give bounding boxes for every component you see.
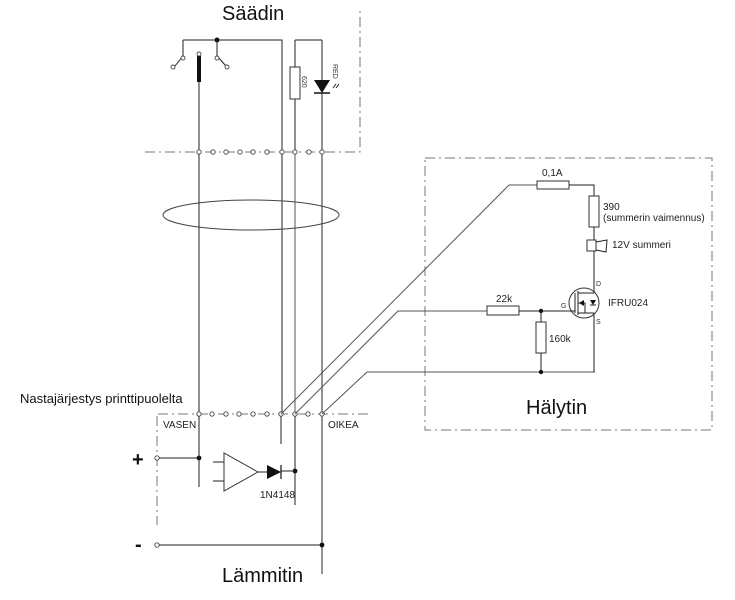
pin-order-label: Nastajärjestys printtipuolelta: [20, 391, 183, 406]
plus-terminal: [154, 455, 160, 461]
buzzer-label: 12V summeri: [612, 240, 671, 251]
controller-title: Säädin: [222, 3, 284, 25]
alarm-boundary: [424, 157, 713, 431]
resistor-22k-label: 22k: [496, 294, 513, 305]
drain-label: D: [596, 281, 601, 288]
resistor-620: 620: [289, 39, 322, 152]
minus-terminal-label: -: [135, 534, 142, 556]
led-label: RED: [331, 64, 338, 79]
resistor-160k-label: 160k: [549, 334, 572, 345]
left-side-label: VASEN: [163, 420, 196, 431]
diode-label: 1N4148: [260, 490, 295, 501]
buzzer-12v: 12V summeri: [586, 239, 671, 290]
alarm-title: Hälytin: [526, 397, 587, 419]
source-label: S: [596, 319, 601, 326]
minus-terminal: [154, 542, 160, 548]
resistor-160k: 160k: [535, 311, 572, 375]
cable-wires: [198, 154, 323, 412]
resistor-620-label: 620: [300, 76, 307, 88]
fuse-0-1a: 0,1A: [536, 168, 595, 196]
controller-connector: [196, 149, 325, 155]
mosfet-label: IFRU024: [608, 298, 648, 309]
alarm-feed-wires: [280, 184, 595, 415]
speaker-icon: [595, 239, 608, 253]
red-led: RED: [314, 40, 340, 152]
resistor-390: 390 (summerin vaimennus): [588, 195, 705, 240]
heater-amplifier: [213, 452, 260, 492]
selector-switch: [170, 37, 283, 152]
plus-terminal-label: +: [132, 449, 144, 471]
right-side-label: OIKEA: [328, 420, 359, 431]
cable-bundle-marker: [162, 199, 340, 231]
mosfet-ifru024: D G S IFRU024: [561, 281, 648, 372]
controller-boundary: [145, 8, 361, 153]
diode-1n4148: 1N4148: [258, 465, 295, 501]
resistor-390-note: (summerin vaimennus): [603, 213, 705, 224]
light-emission-icon: [332, 83, 340, 89]
fuse-label: 0,1A: [542, 168, 563, 179]
heater-title: Lämmitin: [222, 565, 303, 587]
gate-label: G: [561, 303, 566, 310]
resistor-390-label: 390: [603, 202, 620, 213]
